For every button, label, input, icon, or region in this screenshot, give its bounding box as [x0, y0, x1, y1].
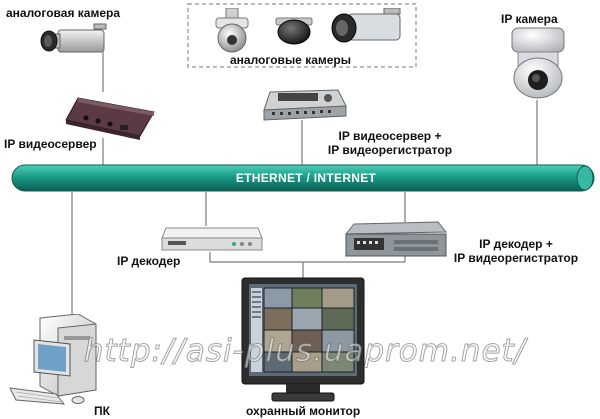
network-label: ETHERNET / INTERNET [235, 171, 377, 185]
watermark-url: http://asi-plus.uaprom.net/ [83, 333, 527, 370]
pc-icon [9, 314, 97, 405]
label-ip-camera: IP камера [501, 12, 558, 26]
label-ip-decoder: IP декодер [117, 254, 181, 268]
label-ip-decoder-registrator-line2: IP видеорегистратор [453, 251, 579, 265]
label-ip-videoserver-registrator-line2: IP видеорегистратор [327, 143, 453, 157]
security-monitor-icon [241, 277, 365, 402]
ip-videoserver-registrator-icon [263, 89, 347, 121]
ip-camera-icon [511, 27, 565, 99]
ip-videoserver-icon [65, 97, 155, 140]
ethernet-bus [11, 164, 595, 192]
label-ip-videoserver: IP видеосервер [4, 137, 97, 151]
analog-camera-icon [40, 23, 107, 53]
label-analog-cameras: аналоговые камеры [230, 53, 352, 67]
label-ip-videoserver-registrator: IP видеосервер + IP видеорегистратор [316, 129, 464, 157]
label-ip-videoserver-registrator-line1: IP видеосервер + [338, 129, 442, 143]
label-ip-decoder-registrator: IP декодер + IP видеорегистратор [442, 237, 590, 265]
label-security-monitor: охранный монитор [246, 404, 361, 418]
label-ip-decoder-registrator-line1: IP декодер + [479, 237, 553, 251]
label-analog-camera: аналоговая камера [6, 6, 121, 20]
ip-decoder-icon [161, 227, 263, 251]
analog-cameras-icons [215, 8, 401, 53]
analog-cameras-group-box [187, 3, 417, 68]
label-pc: ПК [94, 404, 110, 418]
ip-decoder-registrator-icon [344, 221, 448, 257]
